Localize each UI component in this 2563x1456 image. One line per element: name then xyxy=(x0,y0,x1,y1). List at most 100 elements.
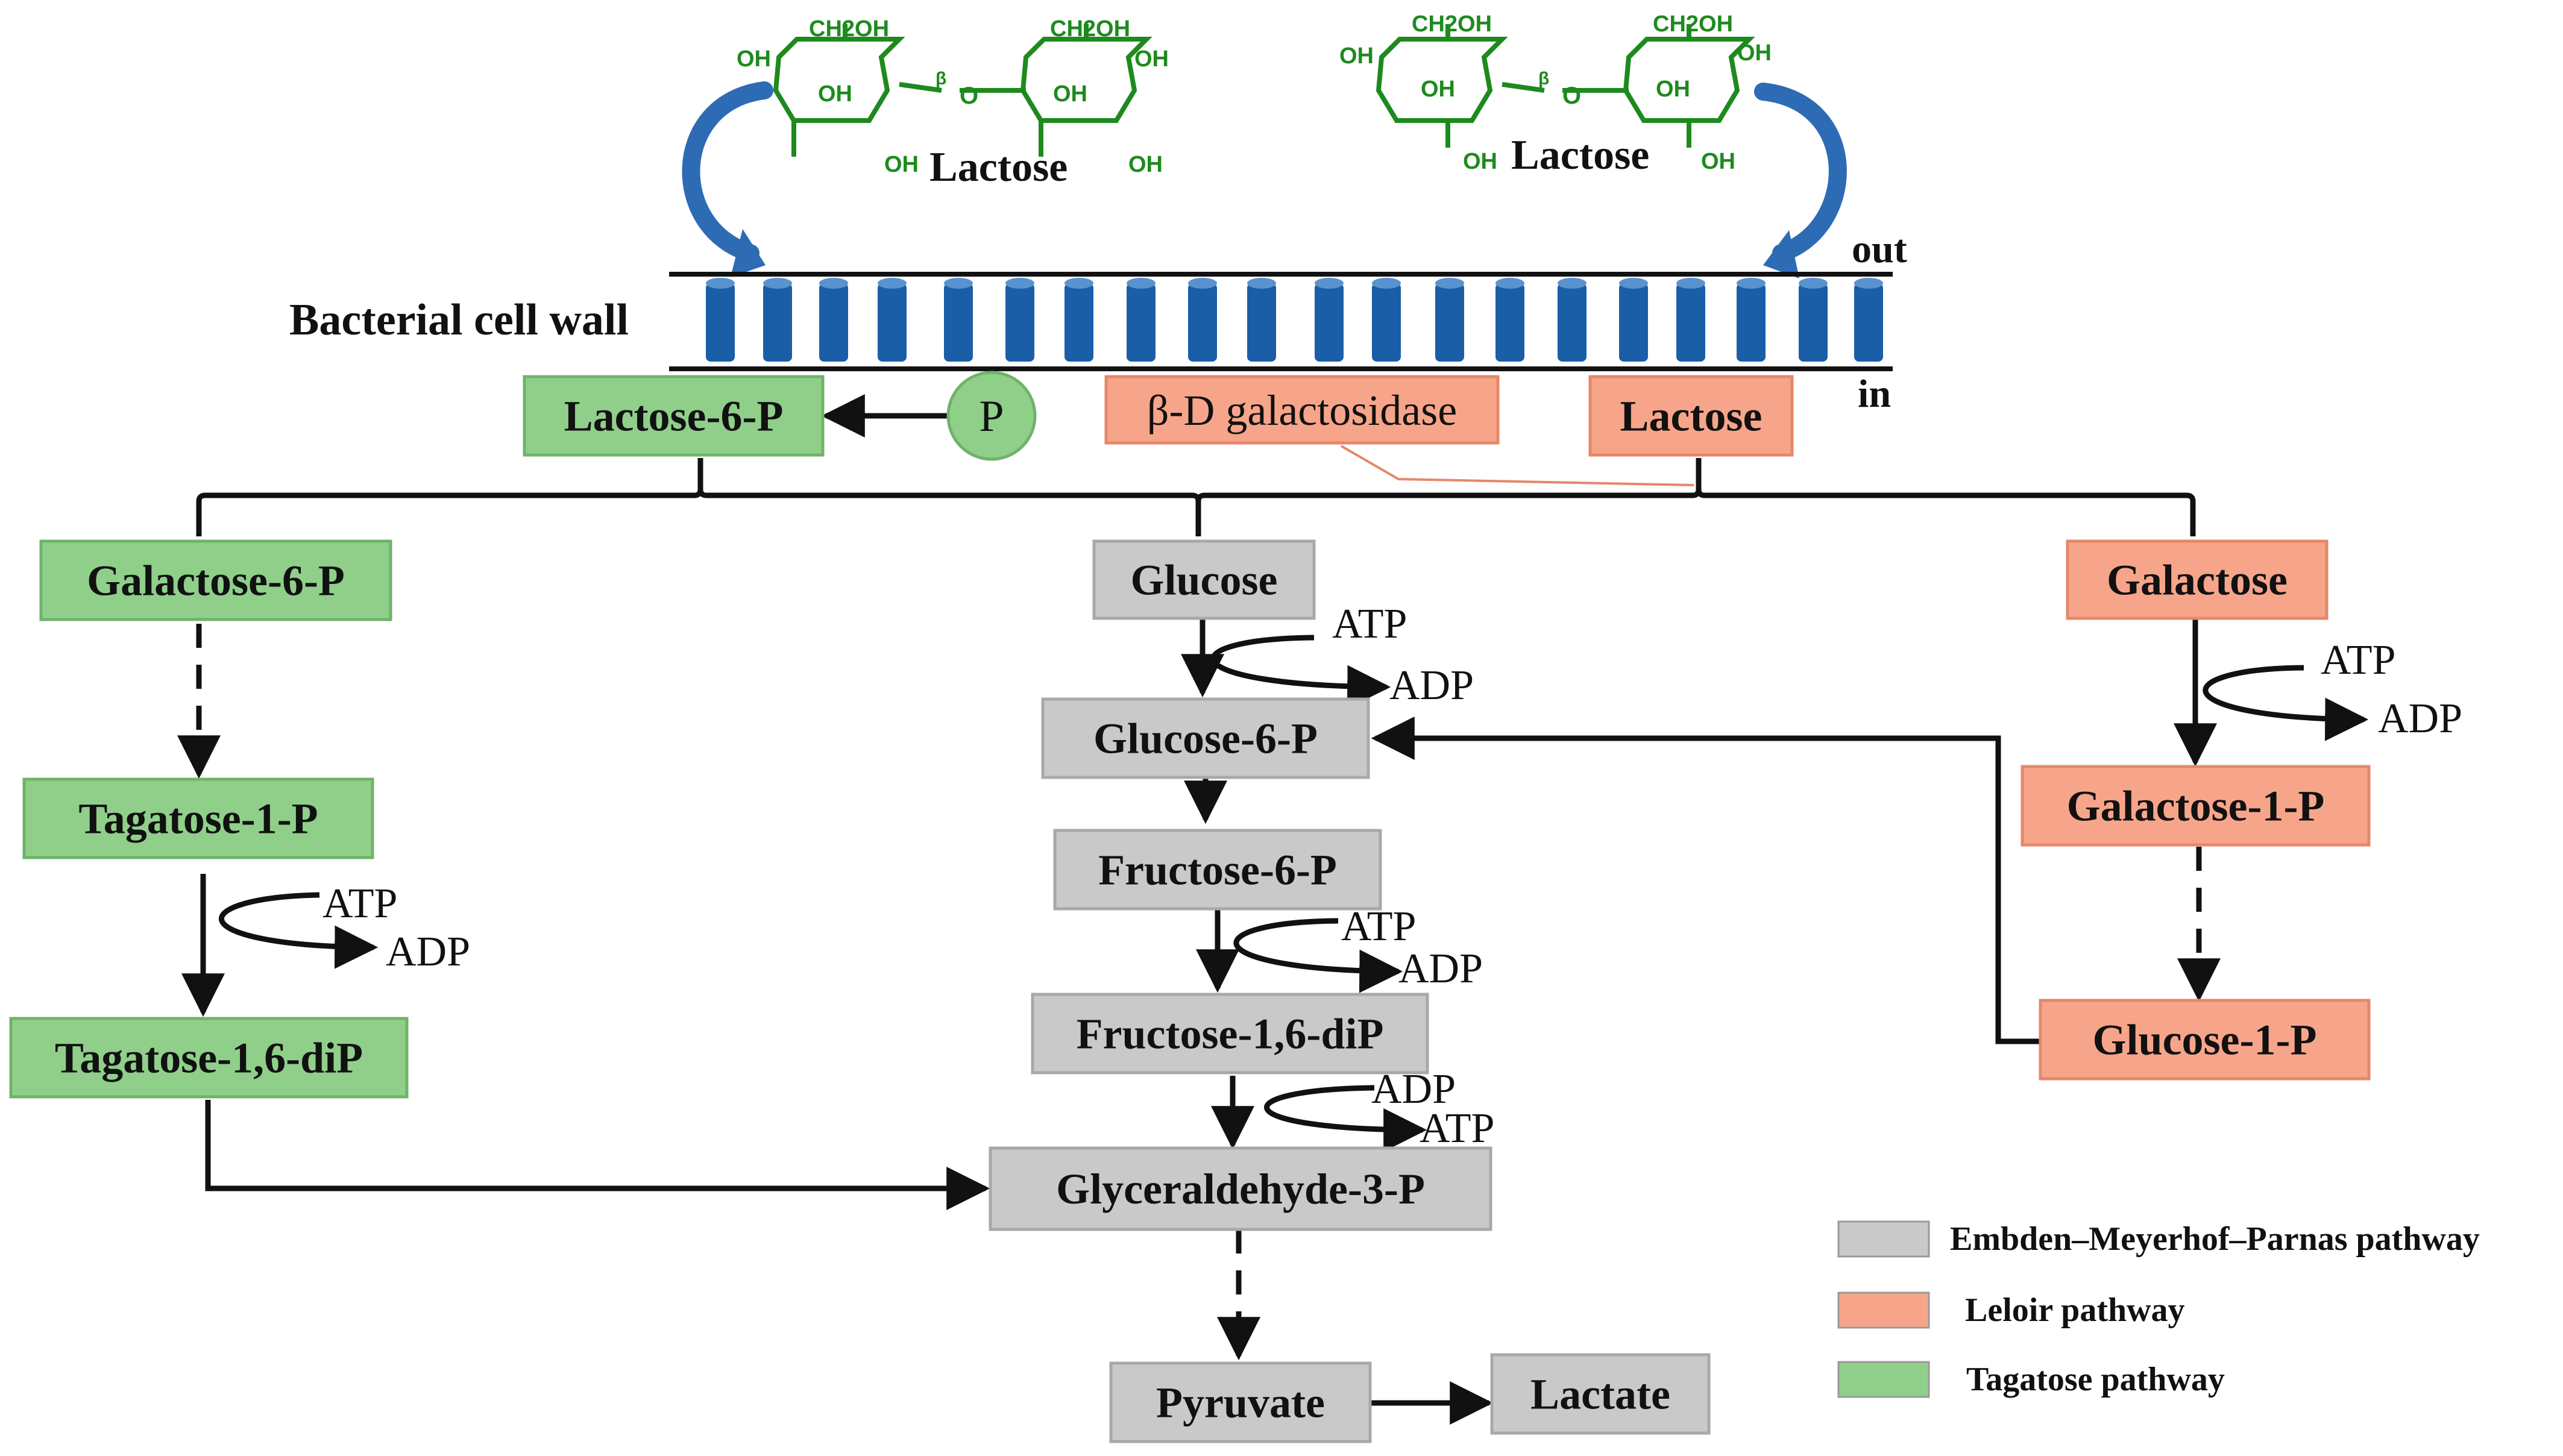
cofactor-label: ADP xyxy=(2378,695,2462,742)
chem-label: OH xyxy=(1134,46,1169,72)
glucose-1-p-box: Glucose-1-P xyxy=(2039,999,2371,1081)
cofactor-label: ADP xyxy=(1371,1066,1456,1112)
lactose-structure-left: CH2OH CH2OH OH OH OH OH OH OH β O Lactos… xyxy=(737,16,1169,190)
in-label: in xyxy=(1858,372,1891,416)
lactose-structure-right: CH2OH CH2OH OH OH OH OH OH OH β O Lactos… xyxy=(1339,11,1772,178)
chem-label: OH xyxy=(737,46,771,72)
membrane-channel xyxy=(819,278,848,362)
galactose-1-p-label: Galactose-1-P xyxy=(2067,782,2325,830)
galactose-ring xyxy=(1376,24,1755,148)
lactose-structure-name: Lactose xyxy=(1511,132,1649,178)
legend-swatch xyxy=(1837,1291,1930,1329)
enzyme-connector xyxy=(1340,445,1694,486)
cofactor-label: ATP xyxy=(1341,903,1416,950)
membrane-channel xyxy=(1127,278,1156,362)
membrane-channel xyxy=(1737,278,1766,362)
glucose-1-p-label: Glucose-1-P xyxy=(2093,1015,2317,1064)
uptake-arrow-left-head xyxy=(731,229,766,277)
membrane-channel xyxy=(1676,278,1705,362)
legend-swatch xyxy=(1837,1361,1930,1398)
galactose-box: Galactose xyxy=(2066,539,2329,620)
legend-item: Embden–Meyerhof–Parnas pathway xyxy=(1837,1220,2480,1258)
cofactor-labels: ATP ADP ATP ADP ATP ADP ATP ADP ADP ATP xyxy=(322,601,2462,1152)
lactose-label: Lactose xyxy=(1620,392,1763,440)
legend-swatch xyxy=(1837,1220,1930,1258)
tagatose-1-p-box: Tagatose-1-P xyxy=(22,777,374,859)
glucose-6-p-box: Glucose-6-P xyxy=(1041,697,1370,779)
chem-label: OH xyxy=(1463,149,1497,174)
cell-membrane xyxy=(669,272,1893,371)
glyceraldehyde-3-p-box: Glyceraldehyde-3-P xyxy=(989,1146,1492,1231)
chem-label: OH xyxy=(1128,152,1163,177)
membrane-channel xyxy=(1065,278,1093,362)
chem-label: CH2OH xyxy=(809,16,889,42)
chem-label: OH xyxy=(884,152,919,177)
chem-label: OH xyxy=(1656,77,1690,102)
phosphate-label: P xyxy=(979,392,1004,441)
membrane-channel xyxy=(763,278,792,362)
cofactor-label: ADP xyxy=(386,929,470,975)
legend-item: Tagatose pathway xyxy=(1837,1361,2225,1398)
fructose-1-6-dip-label: Fructose-1,6-diP xyxy=(1077,1009,1384,1058)
membrane-channel xyxy=(706,278,735,362)
chem-label: OH xyxy=(1701,149,1735,174)
chem-label: OH xyxy=(1421,77,1455,102)
cofactor-label: ADP xyxy=(1389,662,1474,709)
cofactor-label: ATP xyxy=(1420,1105,1494,1152)
lactose-box: Lactose xyxy=(1588,375,1794,457)
chem-label: OH xyxy=(1339,43,1374,69)
membrane-channel xyxy=(1372,278,1401,362)
chem-label: OH xyxy=(1737,40,1772,66)
out-label: out xyxy=(1852,227,1907,271)
lactate-box: Lactate xyxy=(1490,1353,1711,1435)
chem-label: CH2OH xyxy=(1050,16,1130,42)
glucose-box: Glucose xyxy=(1092,539,1316,620)
pyruvate-label: Pyruvate xyxy=(1156,1378,1325,1426)
membrane-channel xyxy=(878,278,907,362)
galactose-label: Galactose xyxy=(2107,556,2288,604)
lactose-6-p-box: Lactose-6-P xyxy=(523,375,825,457)
membrane-channel xyxy=(1247,278,1276,362)
legend-label: Embden–Meyerhof–Parnas pathway xyxy=(1950,1220,2480,1258)
legend-label: Leloir pathway xyxy=(1965,1291,2185,1329)
pathway-connectors xyxy=(177,394,2369,1425)
cofactor-label: ATP xyxy=(322,880,397,927)
membrane-channel xyxy=(1558,278,1587,362)
cofactor-label: ATP xyxy=(2321,637,2395,683)
membrane-channel xyxy=(1188,278,1217,362)
galactose-6-p-box: Galactose-6-P xyxy=(39,539,392,621)
chem-label: CH2OH xyxy=(1412,11,1492,37)
chem-label: β xyxy=(1538,69,1549,89)
glucose-6-p-label: Glucose-6-P xyxy=(1093,714,1318,762)
chem-label: β xyxy=(936,69,946,89)
glucose-label: Glucose xyxy=(1131,556,1278,604)
chem-label: OH xyxy=(1053,81,1087,107)
cofactor-label: ATP xyxy=(1332,601,1407,647)
chem-label: O xyxy=(1562,83,1581,109)
phosphate-circle xyxy=(946,371,1037,461)
fructose-1-6-dip-box: Fructose-1,6-diP xyxy=(1031,993,1429,1075)
membrane-channel xyxy=(1005,278,1034,362)
lactose-structure-name: Lactose xyxy=(929,144,1068,190)
beta-galactosidase-box: β-D galactosidase xyxy=(1104,375,1500,445)
galactose-6-p-label: Galactose-6-P xyxy=(87,556,345,604)
membrane-channel xyxy=(1799,278,1828,362)
legend-label: Tagatose pathway xyxy=(1966,1361,2225,1398)
fructose-6-p-box: Fructose-6-P xyxy=(1053,829,1382,911)
membrane-channel xyxy=(1495,278,1524,362)
chem-label: O xyxy=(960,83,978,109)
tagatose-1-6-dip-label: Tagatose-1,6-diP xyxy=(55,1034,363,1082)
lactate-label: Lactate xyxy=(1530,1370,1670,1418)
chem-label: CH2OH xyxy=(1653,11,1733,37)
membrane-channel xyxy=(944,278,973,362)
membrane-channel xyxy=(1854,278,1883,362)
glucose-ring xyxy=(773,24,1153,157)
uptake-arrow-right-head xyxy=(1763,230,1799,278)
membrane-channels xyxy=(706,278,1883,362)
tagatose-1-p-label: Tagatose-1-P xyxy=(78,794,318,843)
galactose-1-p-box: Galactose-1-P xyxy=(2021,765,2371,847)
beta-galactosidase-label: β-D galactosidase xyxy=(1147,386,1457,435)
